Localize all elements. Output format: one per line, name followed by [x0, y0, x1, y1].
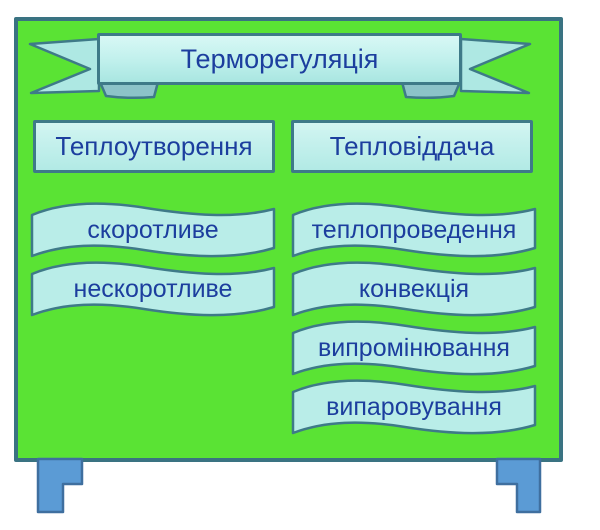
wave-item-label: нескоротливе: [73, 274, 233, 303]
wave-item: випаровування: [289, 375, 539, 437]
category-label: Теплоутворення: [55, 131, 253, 161]
wave-item: теплопроведення: [289, 198, 539, 260]
wave-item: випромінювання: [289, 316, 539, 378]
table-leg-left-icon: [36, 457, 84, 514]
table-leg-right-icon: [495, 457, 542, 514]
wave-item: нескоротливе: [28, 257, 278, 319]
wave-item-label: конвекція: [358, 274, 470, 303]
wave-shape-icon: [291, 202, 537, 258]
wave-shape-icon: [291, 379, 537, 435]
wave-shape-icon: [291, 320, 537, 376]
category-label: Тепловіддача: [329, 131, 495, 161]
wave-shape-icon: [291, 261, 537, 317]
category-box-heat-production: Теплоутворення: [33, 120, 275, 173]
banner-fold-left-icon: [98, 80, 160, 100]
diagram-title: Терморегуляція: [180, 43, 379, 74]
wave-item-label: випаровування: [326, 392, 502, 421]
wave-shape-icon: [30, 261, 276, 317]
wave-item-label: випромінювання: [318, 333, 510, 362]
category-box-heat-loss: Тепловіддача: [291, 120, 533, 173]
banner-fold-right-icon: [400, 80, 462, 100]
wave-item-label: теплопроведення: [311, 215, 517, 244]
wave-item-label: скоротливе: [87, 215, 219, 244]
banner-title-box: Терморегуляція: [97, 33, 462, 85]
wave-shape-icon: [30, 202, 276, 258]
wave-item: конвекція: [289, 257, 539, 319]
banner-tail-left-icon: [28, 37, 101, 95]
banner-tail-right-icon: [459, 37, 532, 95]
wave-item: скоротливе: [28, 198, 278, 260]
